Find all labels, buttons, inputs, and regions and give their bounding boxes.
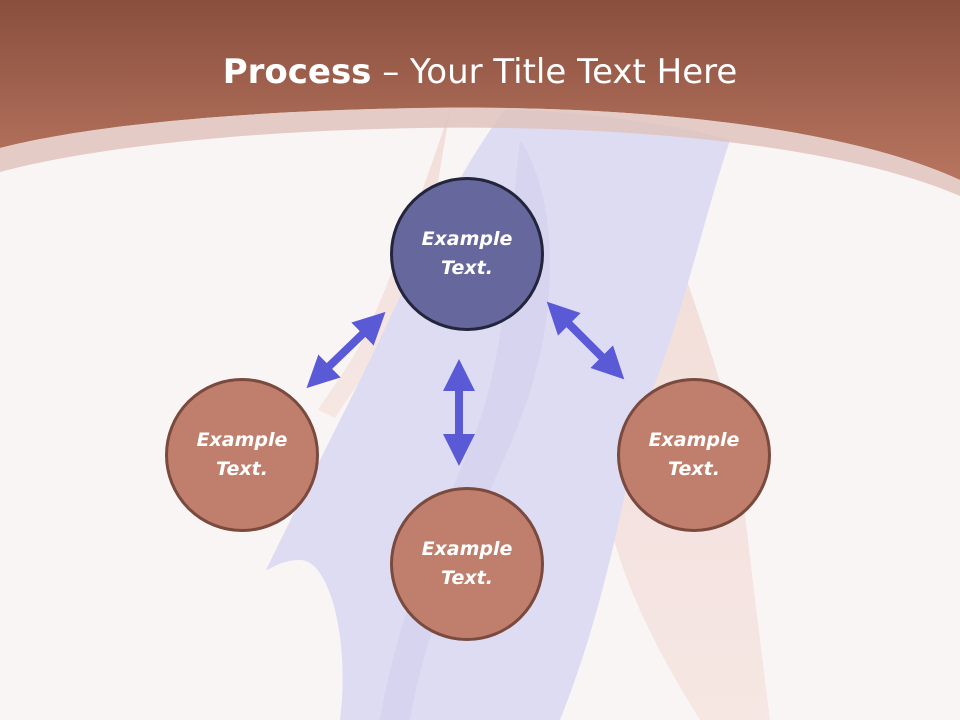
node-label: Example Text. [196, 429, 288, 480]
double-arrow-right [546, 301, 625, 380]
header-swoosh [0, 107, 960, 196]
node-label: Example Text. [421, 228, 513, 279]
title-bold: Process [222, 52, 372, 92]
node-label: Example Text. [421, 538, 513, 589]
title-rest: – Your Title Text Here [371, 52, 738, 92]
header-band [0, 0, 960, 180]
node-label: Example Text. [648, 429, 740, 480]
double-arrow-left [306, 311, 386, 389]
process-node-left: Example Text. [165, 378, 319, 532]
process-node-top: Example Text. [390, 177, 544, 331]
process-node-bottom: Example Text. [390, 487, 544, 641]
slide-title: Process – Your Title Text Here [0, 52, 960, 92]
process-node-right: Example Text. [617, 378, 771, 532]
